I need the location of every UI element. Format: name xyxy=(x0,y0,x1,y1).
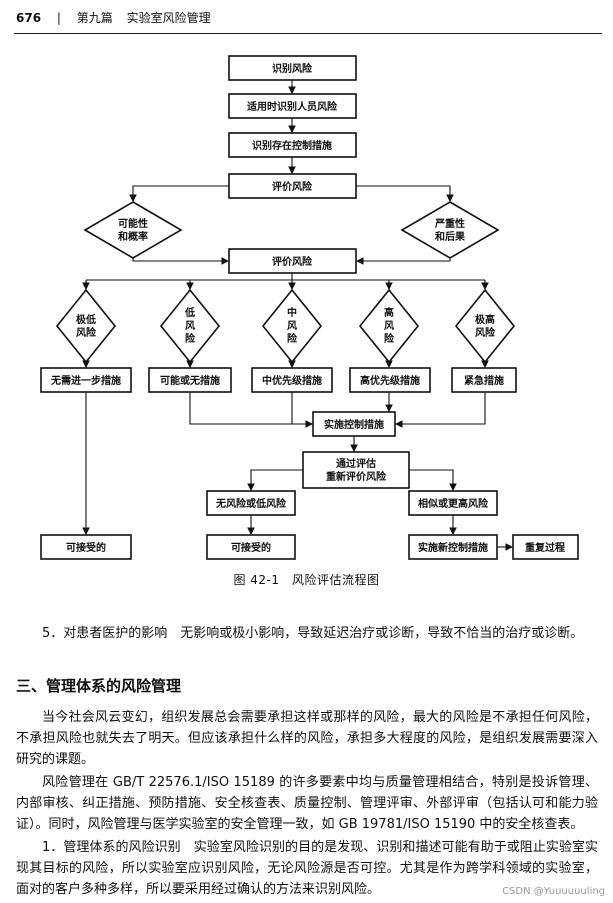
likelihood-line1: 可能性 xyxy=(118,217,148,230)
page-number: 676 xyxy=(16,11,42,25)
likelihood-line2: 和概率 xyxy=(117,230,148,243)
level-very-low-2: 风险 xyxy=(76,326,97,339)
level-medium-3: 险 xyxy=(287,332,298,345)
part-label: 第九篇 xyxy=(76,11,113,25)
header-separator: | xyxy=(56,11,61,25)
diamond-severity xyxy=(400,201,500,259)
diamond-very-high xyxy=(454,288,516,364)
acceptable-mid: 可接受的 xyxy=(231,541,271,554)
level-very-high-1: 极高 xyxy=(475,313,495,326)
section-title: 三、管理体系的风险管理 xyxy=(16,677,182,695)
level-low-3: 险 xyxy=(185,332,196,345)
level-medium-1: 中 xyxy=(287,306,297,319)
step-identify-risk: 识别风险 xyxy=(272,62,313,75)
measure-none: 无需进一步措施 xyxy=(50,374,121,387)
level-medium-2: 风 xyxy=(287,320,297,332)
outcome-similar-or-higher: 相似或更高风险 xyxy=(418,497,489,510)
step-identify-existing-controls: 识别存在控制措施 xyxy=(252,139,332,152)
level-high-3: 险 xyxy=(384,332,395,345)
step-evaluate-risk-2: 评价风险 xyxy=(272,255,313,268)
acceptable-left: 可接受的 xyxy=(66,541,106,554)
level-very-high-2: 风险 xyxy=(475,326,496,339)
step-new-controls: 实施新控制措施 xyxy=(418,541,488,554)
part-title: 实验室风险管理 xyxy=(126,11,211,25)
level-high-2: 风 xyxy=(384,320,394,332)
step-evaluate-risk-1: 评价风险 xyxy=(272,180,313,193)
header-rule xyxy=(14,33,602,34)
item-5-patient-impact: 5．对患者医护的影响 无影响或极小影响，导致延迟治疗或诊断，导致不恰当的治疗或诊… xyxy=(42,626,584,641)
severity-line2: 和后果 xyxy=(434,230,466,243)
reassess-line1: 通过评估 xyxy=(336,457,376,470)
paragraph-1: 当今社会风云变幻，组织发展总会需要承担这样或那样的风险，最大的风险是不承担任何风… xyxy=(16,710,598,767)
level-low-2: 风 xyxy=(185,320,195,332)
risk-assessment-flowchart: 识别风险 适用时识别人员风险 识别存在控制措施 评价风险 可能性 和概率 严重性… xyxy=(40,55,579,560)
measure-possible: 可能或无措施 xyxy=(160,374,220,387)
diamond-very-low xyxy=(55,288,117,364)
severity-line1: 严重性 xyxy=(434,217,465,230)
step-identify-personnel-risk: 适用时识别人员风险 xyxy=(247,100,338,113)
diamond-likelihood xyxy=(83,201,183,259)
reassess-line2: 重新评价风险 xyxy=(326,470,387,483)
level-high-1: 高 xyxy=(384,306,394,319)
measure-high-priority: 高优先级措施 xyxy=(360,374,420,387)
paragraph-2: 风险管理在 GB/T 22576.1/ISO 15189 的许多要素中均与质量管… xyxy=(16,775,598,832)
watermark: CSDN @Yuuuuuuling xyxy=(502,886,605,897)
level-very-low-1: 极低 xyxy=(76,313,96,326)
figure-caption: 图 42-1 风险评估流程图 xyxy=(233,573,380,587)
measure-urgent: 紧急措施 xyxy=(464,374,504,387)
outcome-no-or-low-risk: 无风险或低风险 xyxy=(215,497,287,510)
paragraph-3: 1．管理体系的风险识别 实验室风险识别的目的是发现、识别和描述可能有助于或阻止实… xyxy=(16,840,598,897)
level-low-1: 低 xyxy=(184,306,195,319)
step-implement-controls: 实施控制措施 xyxy=(324,418,384,431)
step-repeat-process: 重复过程 xyxy=(525,541,565,554)
page-header: 676 | 第九篇 实验室风险管理 xyxy=(16,9,211,26)
measure-medium-priority: 中优先级措施 xyxy=(262,374,322,387)
